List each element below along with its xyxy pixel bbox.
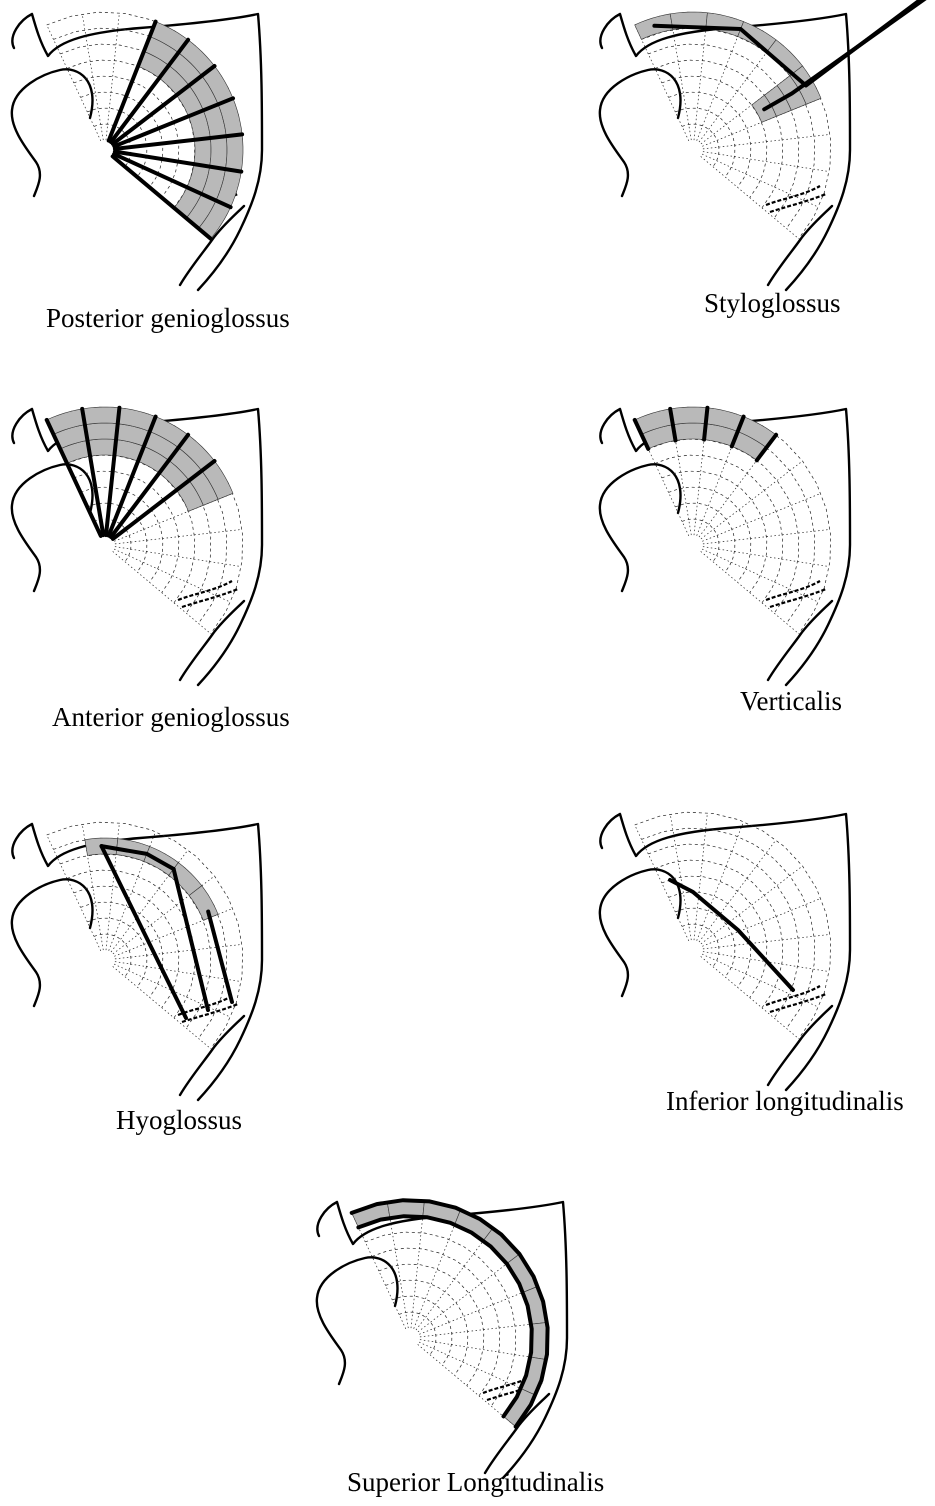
mesh-spoke <box>420 1340 546 1360</box>
mesh-arc <box>379 1264 484 1386</box>
vocal-tract-outline <box>12 824 262 1100</box>
hyoid-bone <box>766 986 826 1012</box>
mesh-arc <box>53 838 226 1038</box>
mesh-arc <box>392 1296 452 1365</box>
tongue-diagram-verticalis <box>588 395 908 685</box>
tongue-diagram-inferior-longitudinalis <box>588 800 908 1085</box>
mesh-spoke <box>419 1286 538 1334</box>
caption-hyoglossus: Hyoglossus <box>116 1105 242 1136</box>
mesh-arc <box>399 1312 436 1355</box>
mesh-spoke <box>703 152 829 172</box>
muscle-region-cell <box>194 138 211 167</box>
caption-inferior-longitudinalis: Inferior longitudinalis <box>666 1086 904 1117</box>
mesh-spoke <box>702 954 819 1007</box>
hyoid-bone <box>766 581 826 607</box>
mesh-spoke <box>702 898 821 946</box>
muscle-region-cell <box>82 407 119 425</box>
mesh-arc <box>682 924 719 967</box>
caption-verticalis: Verticalis <box>740 686 842 717</box>
mesh-arc <box>641 423 814 623</box>
mesh-arc <box>648 44 799 218</box>
mesh-arc <box>655 60 783 208</box>
mesh-spoke <box>702 549 819 602</box>
caption-styloglossus: Styloglossus <box>704 288 841 319</box>
panel-superior-longitudinalis: Superior Longitudinalis <box>305 1188 645 1506</box>
vocal-tract-outline <box>600 14 850 290</box>
muscle-fiber <box>208 912 232 1002</box>
muscle-region-cell <box>226 134 244 171</box>
muscle-region-cell <box>210 136 227 169</box>
caption-anterior-genioglossus: Anterior genioglossus <box>52 702 290 733</box>
mesh-arc <box>682 519 719 562</box>
tongue-diagram-hyoglossus <box>0 810 320 1100</box>
mesh-arc <box>675 108 735 177</box>
muscle-region-cell <box>85 423 118 441</box>
mesh-arc <box>87 918 147 987</box>
mesh-spoke <box>114 549 231 602</box>
mesh-arc <box>641 828 814 1028</box>
mesh-spoke <box>697 822 744 941</box>
mesh-spoke <box>699 840 776 942</box>
mesh-arc <box>662 471 767 592</box>
mesh-arc <box>648 844 799 1018</box>
mesh-spoke <box>115 547 241 567</box>
muscle-region-cell <box>670 407 707 425</box>
mesh-spoke <box>414 1210 461 1329</box>
mesh-spoke <box>419 1342 535 1395</box>
mesh-spoke <box>697 22 744 141</box>
mesh-arc <box>635 12 831 239</box>
mesh-arc <box>365 1232 516 1406</box>
mesh-arc <box>655 455 783 603</box>
mesh-spoke <box>418 1254 520 1332</box>
hyoid-bone <box>178 581 238 607</box>
mesh-spoke <box>702 493 821 541</box>
mesh-spoke <box>701 866 803 944</box>
panel-anterior-genioglossus: Anterior genioglossus <box>0 395 320 740</box>
mesh-arc <box>662 876 767 998</box>
muscle-region-cell <box>88 439 117 456</box>
mesh-arc <box>662 76 767 198</box>
mesh-arc <box>94 934 131 977</box>
hyoid-bone <box>766 186 826 212</box>
mesh-spoke <box>416 1228 493 1330</box>
panel-verticalis: Verticalis <box>588 395 935 725</box>
mesh-spoke <box>699 40 776 142</box>
mesh-arc <box>675 503 735 572</box>
caption-superior-longitudinalis: Superior Longitudinalis <box>347 1467 604 1498</box>
mesh-arc <box>682 124 719 167</box>
vocal-tract-outline <box>600 409 850 685</box>
tongue-diagram-posterior-genioglossus <box>0 0 320 300</box>
tongue-diagram-superior-longitudinalis <box>305 1188 625 1468</box>
tongue-diagram-anterior-genioglossus <box>0 395 320 695</box>
vocal-tract-outline <box>600 814 850 1090</box>
muscle-region-cell <box>673 423 706 441</box>
mesh-spoke <box>702 154 819 207</box>
caption-posterior-genioglossus: Posterior genioglossus <box>46 303 290 334</box>
mesh-arc <box>372 1248 500 1396</box>
mesh-spoke <box>703 547 829 567</box>
panel-styloglossus: Styloglossus <box>588 0 935 330</box>
muscle-fiber <box>109 22 156 141</box>
tongue-mesh <box>635 12 831 239</box>
muscle-fiber <box>670 880 793 990</box>
panel-hyoglossus: Hyoglossus <box>0 810 320 1140</box>
panel-posterior-genioglossus: Posterior genioglossus <box>0 0 320 340</box>
panel-inferior-longitudinalis: Inferior longitudinalis <box>588 800 935 1125</box>
tongue-diagram-styloglossus <box>588 0 908 290</box>
mesh-arc <box>74 886 179 1008</box>
mesh-spoke <box>701 461 803 539</box>
mesh-arc <box>648 439 799 613</box>
